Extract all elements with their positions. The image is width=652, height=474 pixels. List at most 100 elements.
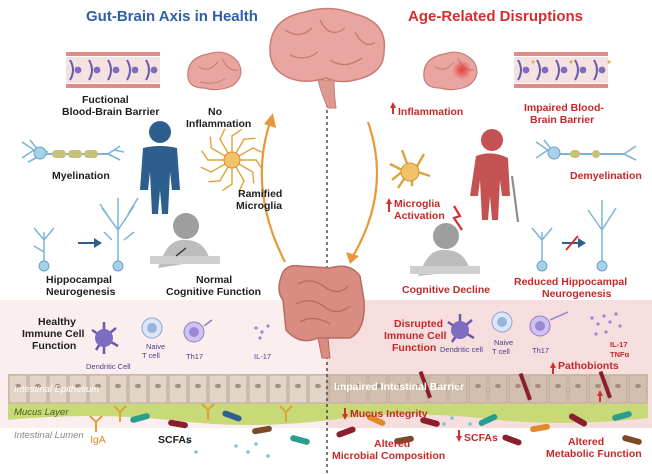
epithelial-cell [428, 374, 448, 404]
bacterium [130, 413, 150, 423]
bacterium [168, 419, 188, 429]
disrupted-immune-line3: Function [392, 342, 437, 354]
cell-nucleus [235, 383, 241, 389]
cell-nucleus [595, 383, 601, 389]
endothelial-junction [517, 59, 522, 81]
microglia-branch [219, 128, 229, 154]
astrocyte-end-foot [93, 66, 101, 74]
microglia-branch [235, 137, 256, 154]
dendritic-cell-left-label: Dendritic Cell [86, 362, 131, 371]
astrocyte-end-foot [579, 66, 587, 74]
cell-nucleus [95, 383, 101, 389]
epithelial-cell [108, 374, 128, 404]
scfa-molecule [234, 444, 238, 448]
endothelial-junction [555, 59, 560, 81]
intestinal-epithelium [8, 370, 648, 404]
endothelial-junction [536, 59, 541, 81]
epithelial-cell [168, 374, 188, 404]
inflammation-label: Inflammation [398, 106, 464, 118]
bacterium [478, 414, 498, 426]
scfa-molecule [442, 422, 446, 426]
reduced-neurogenesis-line2: Neurogenesis [542, 288, 612, 300]
ramified-line1: Ramified [238, 188, 283, 200]
scfas-left-label: SCFAs [158, 434, 192, 446]
cognitive-line1: Normal [196, 274, 233, 286]
bacterium [336, 426, 356, 438]
endothelial-junction [107, 59, 112, 81]
microglia-activation-line2: Activation [394, 210, 445, 222]
bacterium [252, 425, 272, 435]
pathobiont-crossing [518, 372, 532, 401]
central-brain-icon [269, 7, 386, 109]
cognitive-line2: Cognitive Function [166, 286, 262, 298]
mucus-integrity-label: Mucus Integrity [350, 408, 428, 420]
hippocampal-line2: Neurogenesis [46, 286, 116, 298]
epithelial-cell [188, 374, 208, 404]
pathobiont-crossing [598, 370, 612, 399]
endothelial-junction [145, 59, 150, 81]
epithelial-cell [208, 374, 228, 404]
leaked-particle [531, 60, 535, 64]
th17-left-icon [183, 319, 213, 343]
cell-nucleus [135, 383, 141, 389]
bacterium [366, 414, 386, 426]
person-writing-icon [150, 213, 220, 268]
naive-left-line2: T cell [142, 351, 160, 360]
epithelial-cell [288, 374, 308, 404]
scfa-molecule [266, 454, 270, 458]
pathobionts-label: Pathobionts [558, 360, 619, 372]
demyelination-label: Demyelination [570, 170, 642, 182]
pathobiont-crossing [418, 370, 432, 399]
demyelinated-neuron-icon [535, 139, 637, 161]
epithelial-cell [568, 374, 588, 404]
iga-label: IgA [90, 434, 106, 446]
altered-metabolic-line2: Metabolic Function [546, 448, 642, 460]
healthy-immune-line1: Healthy [38, 316, 76, 328]
intestinal-lumen-label: Intestinal Lumen [14, 430, 84, 441]
altered-metabolic-line1: Altered [568, 436, 605, 448]
dendritic-cell-right-icon [447, 314, 475, 343]
microglia-branch [209, 136, 226, 157]
naive-tcell-right-icon [491, 311, 513, 333]
astrocyte-end-foot [541, 66, 549, 74]
astrocyte-end-foot [598, 66, 606, 74]
cell-nucleus [415, 383, 421, 389]
bacterium [530, 423, 550, 433]
cognitive-decline-label: Cognitive Decline [402, 284, 491, 296]
impaired-bbb-line2: Brain Barrier [530, 114, 595, 126]
cell-nucleus [195, 383, 201, 389]
epithelial-cell [308, 374, 328, 404]
dendritic-cell-right-label: Dendritic cell [440, 345, 483, 354]
cell-nucleus [555, 383, 561, 389]
cell-nucleus [335, 383, 341, 389]
healthy-person-icon [140, 121, 180, 214]
naive-left-line1: Naive [146, 342, 166, 351]
cytokine-right-dots [590, 312, 622, 336]
mucus-layer-label: Mucus Layer [14, 407, 69, 418]
hippocampal-line1: Hippocampal [46, 274, 112, 286]
th17-left-label: Th17 [186, 352, 204, 361]
impaired-bbb-line1: Impaired Blood- [524, 102, 604, 114]
cell-nucleus [315, 383, 321, 389]
astrocyte-end-foot [560, 66, 568, 74]
cell-nucleus [575, 383, 581, 389]
cell-nucleus [615, 383, 621, 389]
epithelial-cell [68, 374, 88, 404]
epithelial-cell [548, 374, 568, 404]
cell-nucleus [155, 383, 161, 389]
cell-nucleus [295, 383, 301, 389]
microglia-branch [238, 147, 264, 157]
epithelial-cell [628, 374, 648, 404]
scfas-right-label: SCFAs [464, 432, 498, 444]
endothelial-junction [88, 59, 93, 81]
scfa-molecule [254, 442, 258, 446]
endothelial-junction [69, 59, 74, 81]
mucus-layer [8, 404, 648, 425]
activated-microglia-icon [389, 149, 431, 189]
right-panel-title: Age-Related Disruptions [408, 8, 584, 25]
cell-nucleus [395, 383, 401, 389]
impaired-barrier-label: Impaired Intestinal Barrier [334, 381, 465, 393]
leaked-particle [569, 60, 573, 64]
epithelial-cell [268, 374, 288, 404]
